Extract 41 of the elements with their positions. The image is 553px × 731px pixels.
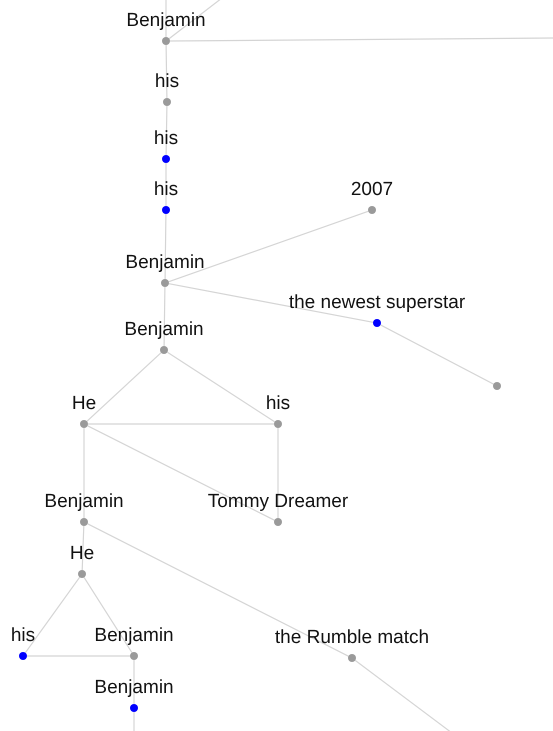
connector-line: [166, 106, 168, 156]
node-label: Benjamin: [124, 319, 204, 341]
node-label: his: [154, 128, 178, 150]
node-label: his: [154, 71, 180, 93]
connector-line: [133, 660, 135, 704]
connector-line: [86, 352, 162, 422]
node-label: his: [266, 393, 290, 415]
connector-line: [164, 214, 166, 279]
connector-line: [82, 526, 84, 570]
connector-line: [380, 324, 494, 385]
node-label: Benjamin: [94, 677, 174, 699]
node-label: He: [72, 393, 96, 415]
connector-line: [27, 655, 130, 657]
connector-line: [87, 523, 349, 657]
node-label: He: [70, 543, 94, 565]
connector-line: [88, 423, 274, 425]
connector-line: [170, 37, 553, 42]
connector-line: [165, 0, 167, 37]
connector-line: [83, 428, 85, 518]
node-label: the Rumble match: [274, 627, 430, 649]
node-label: Tommy Dreamer: [208, 491, 348, 513]
connector-line: [277, 428, 279, 518]
node-label: Benjamin: [126, 10, 206, 32]
connector-line: [168, 0, 222, 40]
node-label: the newest superstar: [288, 292, 466, 314]
connector-line: [168, 283, 374, 323]
node-label: Benjamin: [44, 491, 124, 513]
connector-line: [87, 425, 275, 521]
connector-line: [167, 352, 275, 422]
node-label: his: [10, 625, 36, 647]
connector-line: [166, 45, 168, 98]
node-label: Benjamin: [94, 625, 174, 647]
node-label: Benjamin: [125, 252, 205, 274]
connector-line: [168, 210, 368, 282]
node-label: his: [154, 179, 178, 201]
connector-line: [354, 660, 452, 731]
node-label: 2007: [350, 179, 394, 201]
connector-line: [24, 576, 80, 654]
connector-line: [133, 712, 135, 731]
connector-line: [84, 577, 132, 653]
connector-line: [164, 287, 166, 346]
